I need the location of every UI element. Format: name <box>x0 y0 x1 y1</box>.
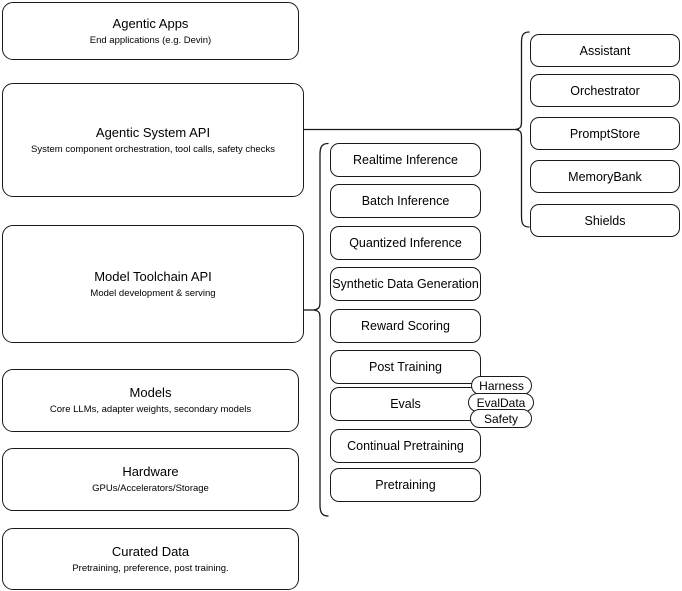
toolchain-item-reward-scoring[interactable]: Reward Scoring <box>330 309 481 343</box>
system-component-label: Shields <box>584 213 626 228</box>
toolchain-item-label: Quantized Inference <box>349 236 462 250</box>
layer-agentic-system-api[interactable]: Agentic System API System component orch… <box>2 83 304 197</box>
layer-subtitle: GPUs/Accelerators/Storage <box>92 483 209 494</box>
toolchain-item-label: Pretraining <box>375 478 436 492</box>
layer-title: Model Toolchain API <box>94 268 212 284</box>
toolchain-item-quantized-inference[interactable]: Quantized Inference <box>330 226 481 260</box>
toolchain-item-label: Post Training <box>369 360 442 374</box>
layer-subtitle: Model development & serving <box>90 287 216 299</box>
toolchain-item-continual-pretraining[interactable]: Continual Pretraining <box>330 429 481 463</box>
layer-curated-data[interactable]: Curated Data Pretraining, preference, po… <box>2 528 299 590</box>
toolchain-item-batch-inference[interactable]: Batch Inference <box>330 184 481 218</box>
toolchain-item-synthetic-data-generation[interactable]: Synthetic Data Generation <box>330 267 481 301</box>
toolchain-item-label: Reward Scoring <box>361 319 450 333</box>
layer-subtitle: Core LLMs, adapter weights, secondary mo… <box>49 404 252 415</box>
layer-model-toolchain-api[interactable]: Model Toolchain API Model development & … <box>2 225 304 343</box>
layer-title: Models <box>129 385 172 400</box>
layer-subtitle: End applications (e.g. Devin) <box>89 34 212 46</box>
system-components-brace <box>514 31 530 228</box>
layer-title: Curated Data <box>111 543 190 559</box>
layer-title: Hardware <box>122 464 179 479</box>
toolchain-item-post-training[interactable]: Post Training <box>330 350 481 384</box>
toolchain-item-label: Realtime Inference <box>353 153 458 167</box>
system-component-shields[interactable]: Shields <box>530 204 680 237</box>
system-component-promptstore[interactable]: PromptStore <box>530 117 680 150</box>
system-component-label: Orchestrator <box>570 83 640 98</box>
evals-subcomponent-label: EvalData <box>476 395 526 410</box>
evals-subcomponent-label: Harness <box>479 378 524 393</box>
layer-subtitle: Pretraining, preference, post training. <box>72 562 229 574</box>
system-component-label: Assistant <box>579 43 631 58</box>
toolchain-item-label: Continual Pretraining <box>347 439 464 453</box>
evals-subcomponent-label: Safety <box>483 411 519 426</box>
toolchain-item-realtime-inference[interactable]: Realtime Inference <box>330 143 481 177</box>
layer-title: Agentic Apps <box>112 15 189 31</box>
layer-title: Agentic System API <box>95 124 211 140</box>
system-component-label: PromptStore <box>569 126 641 141</box>
layer-agentic-apps[interactable]: Agentic Apps End applications (e.g. Devi… <box>2 2 299 60</box>
toolchain-item-label: Batch Inference <box>361 194 450 208</box>
system-component-memorybank[interactable]: MemoryBank <box>530 160 680 193</box>
toolchain-item-label: Evals <box>390 397 421 411</box>
layer-subtitle: System component orchestration, tool cal… <box>31 143 275 155</box>
toolchain-components-brace <box>313 142 329 517</box>
layer-models[interactable]: Models Core LLMs, adapter weights, secon… <box>2 369 299 432</box>
evals-subcomponent-safety[interactable]: Safety <box>470 409 532 428</box>
system-component-label: MemoryBank <box>568 169 642 184</box>
toolchain-item-pretraining[interactable]: Pretraining <box>330 468 481 502</box>
toolchain-item-label: Synthetic Data Generation <box>332 277 479 291</box>
system-component-orchestrator[interactable]: Orchestrator <box>530 74 680 107</box>
toolchain-item-evals[interactable]: Evals <box>330 387 481 421</box>
system-component-assistant[interactable]: Assistant <box>530 34 680 67</box>
layer-hardware[interactable]: Hardware GPUs/Accelerators/Storage <box>2 448 299 511</box>
